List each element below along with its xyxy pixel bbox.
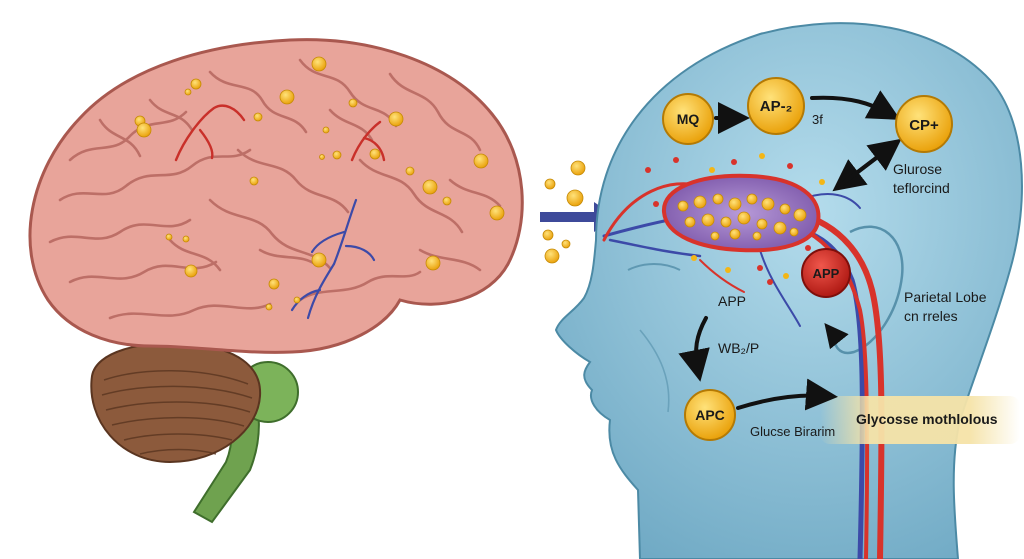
node-app-circle — [801, 248, 851, 298]
arrow-cp-vesicle-back — [840, 138, 902, 186]
brain-illustration — [28, 38, 524, 524]
arrow-up-small — [824, 322, 849, 350]
label-glycosse: Glycosse mothlolous — [856, 411, 998, 427]
node-app: APP — [801, 248, 851, 298]
node-mq: MQ — [662, 93, 714, 145]
node-apc-label: APC — [695, 407, 725, 423]
label-parietal-2: cn rreles — [904, 308, 958, 324]
arrow-apc-right — [736, 378, 838, 411]
label-wb: WB₂/P — [718, 340, 759, 356]
head-dots — [645, 153, 825, 285]
cerebellum-folds — [101, 370, 253, 455]
node-ap2: AP-₂ — [747, 77, 805, 135]
arrow-ap2-cp — [810, 90, 901, 120]
node-mq-label: MQ — [677, 111, 700, 127]
node-apc-circle — [684, 389, 736, 441]
ear — [833, 225, 904, 355]
label-ap2-suffix: 3f — [812, 112, 823, 127]
arrow-app-down — [678, 316, 710, 382]
vesicle-particles — [677, 193, 807, 241]
label-glucose-2: teflorcind — [893, 180, 950, 196]
node-cp-circle — [895, 95, 953, 153]
eye-line — [627, 263, 681, 271]
pathway-arrows — [678, 90, 902, 411]
node-ap2-label: AP-₂ — [760, 98, 793, 115]
brain-particles — [134, 56, 505, 311]
node-app-label: APP — [813, 266, 840, 281]
brain-vessels-blue — [290, 198, 376, 320]
glycosse-band — [820, 396, 1020, 444]
label-parietal-1: Parietal Lobe — [904, 289, 987, 305]
brain-vessels-red — [174, 104, 386, 162]
node-ap2-circle — [747, 77, 805, 135]
node-cp-label: CP+ — [909, 117, 939, 134]
label-app-side: APP — [718, 293, 746, 309]
cerebrum — [28, 38, 524, 354]
node-apc: APC — [684, 389, 736, 441]
cheek-line — [639, 329, 670, 413]
node-mq-circle — [662, 93, 714, 145]
label-glucose-1: Glurose — [893, 161, 942, 177]
node-cp: CP+ — [895, 95, 953, 153]
label-glucse: Glucse Birarim — [750, 424, 835, 439]
